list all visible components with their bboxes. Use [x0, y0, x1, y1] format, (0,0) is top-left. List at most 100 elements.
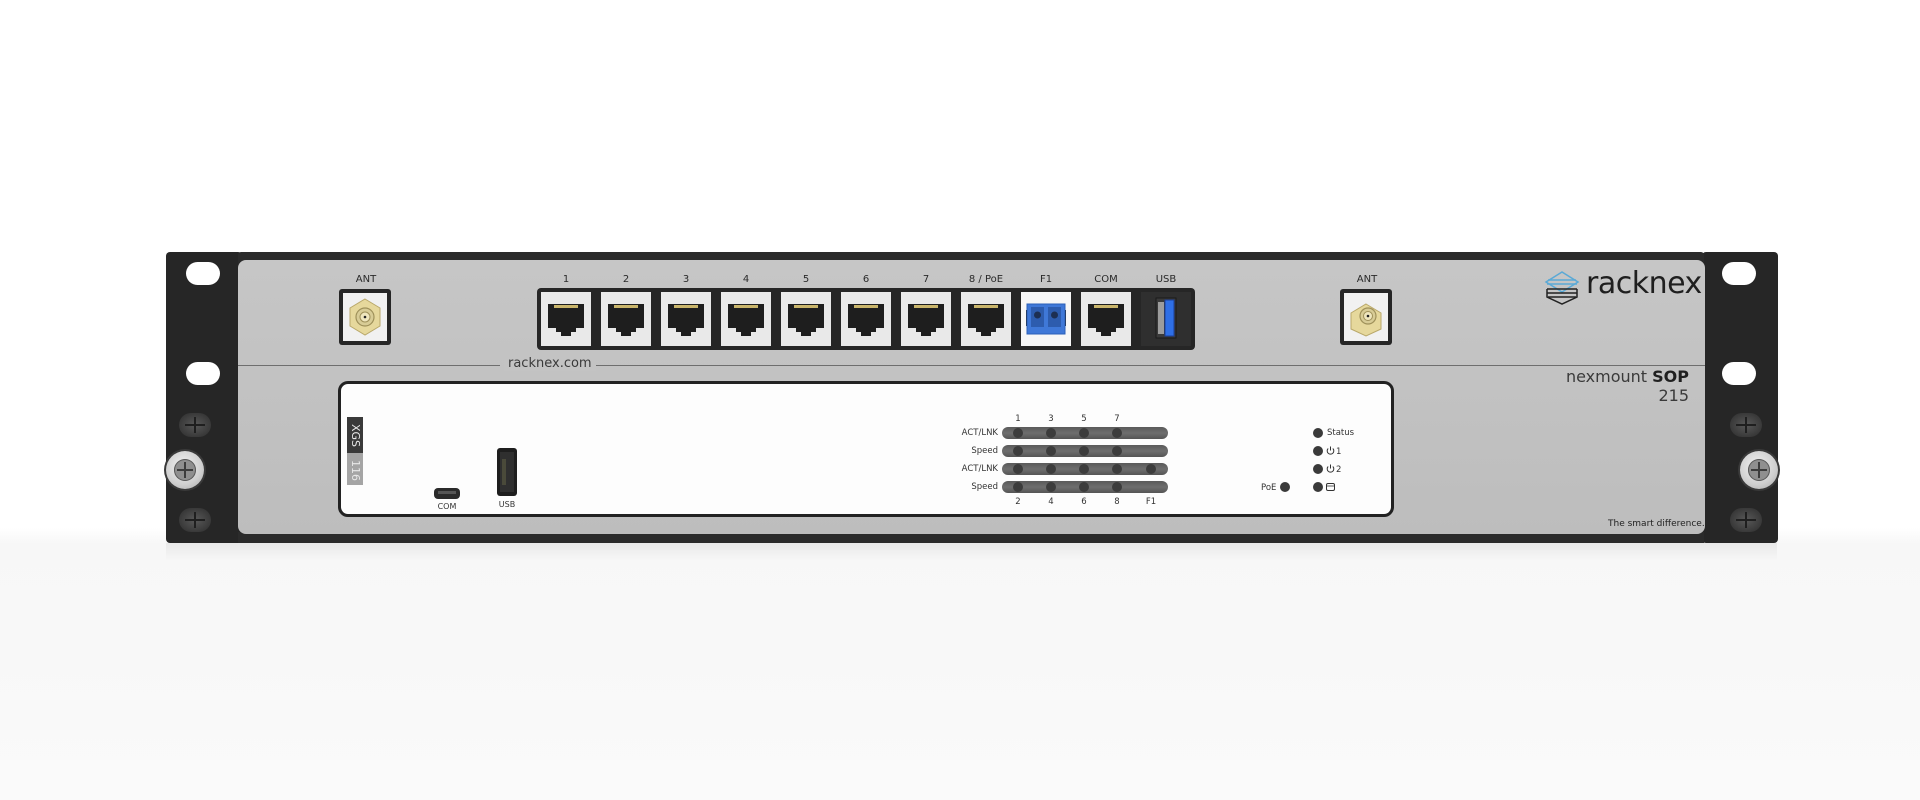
screw-icon	[179, 508, 211, 532]
port-label-f1: F1	[1039, 274, 1053, 285]
screw-icon	[1730, 508, 1762, 532]
port-label-5: 5	[802, 274, 810, 285]
led-number: F1	[1145, 497, 1157, 507]
ethernet-port-3[interactable]	[661, 292, 711, 346]
disk-led	[1313, 482, 1323, 492]
led-row-label: Speed	[971, 482, 998, 492]
rack-ear-left	[166, 252, 242, 543]
device-model-badge: XGS 116	[347, 417, 363, 485]
antenna-left-connector[interactable]	[339, 289, 391, 345]
poe-label: PoE	[1261, 483, 1277, 493]
sfp-port-f1[interactable]	[1021, 292, 1071, 346]
led-row-speed-odd	[1002, 445, 1168, 457]
website-text: racknex.com	[504, 356, 596, 371]
port-label-2: 2	[622, 274, 630, 285]
led-number: 7	[1114, 414, 1120, 424]
port-label-7: 7	[922, 274, 930, 285]
ethernet-port-8-poe[interactable]	[961, 292, 1011, 346]
led-number: 8	[1114, 497, 1120, 507]
ethernet-port-5[interactable]	[781, 292, 831, 346]
antenna-right-connector[interactable]	[1340, 289, 1392, 345]
usb-label: USB	[498, 500, 516, 509]
port-label-1: 1	[562, 274, 570, 285]
usb-port-front[interactable]	[496, 447, 518, 497]
rj45-icon	[908, 304, 944, 336]
product-model-number: 215	[1658, 386, 1689, 405]
lc-duplex-icon	[1026, 303, 1066, 335]
rj45-icon	[968, 304, 1004, 336]
led-row-act-lnk-odd	[1002, 427, 1168, 439]
led-number: 1	[1015, 414, 1021, 424]
racknex-logo-icon	[1544, 271, 1580, 305]
product-name: nexmount SOP 215	[1549, 367, 1689, 405]
power1-label: 1	[1336, 447, 1342, 457]
status-led-label: Status	[1327, 428, 1355, 438]
brand-logo-text: racknex	[1586, 266, 1702, 301]
ethernet-port-7[interactable]	[901, 292, 951, 346]
led-number: 6	[1081, 497, 1087, 507]
power2-led	[1313, 464, 1323, 474]
status-led	[1313, 428, 1323, 438]
model-number: 116	[349, 459, 362, 481]
port-label-6: 6	[862, 274, 870, 285]
antenna-left-label: ANT	[355, 274, 377, 285]
bottom-rail	[238, 532, 1704, 543]
rj45-icon	[788, 304, 824, 336]
mount-hole	[186, 362, 220, 385]
rj45-icon	[608, 304, 644, 336]
screw-icon	[179, 413, 211, 437]
port-label-4: 4	[742, 274, 750, 285]
slogan-text: The smart difference.	[1608, 519, 1705, 529]
led-number: 2	[1015, 497, 1021, 507]
mount-hole	[186, 262, 220, 285]
port-label-3: 3	[682, 274, 690, 285]
thumb-screw-right[interactable]	[1740, 451, 1778, 489]
rj45-icon	[728, 304, 764, 336]
port-strip	[537, 288, 1195, 350]
usb3-icon	[1155, 297, 1177, 339]
led-number: 3	[1048, 414, 1054, 424]
mount-hole	[1722, 262, 1756, 285]
disk-icon	[1326, 483, 1335, 491]
led-number: 5	[1081, 414, 1087, 424]
model-prefix: XGS	[349, 424, 362, 448]
sma-connector-icon	[349, 298, 381, 336]
power-icon	[1326, 446, 1335, 455]
led-row-label: Speed	[971, 446, 998, 456]
antenna-right-label: ANT	[1356, 274, 1378, 285]
divider-line	[592, 365, 1705, 366]
ethernet-port-1[interactable]	[541, 292, 591, 346]
rj45-icon	[1088, 304, 1124, 336]
rj45-icon	[848, 304, 884, 336]
led-row-act-lnk-even	[1002, 463, 1168, 475]
port-label-usb: USB	[1155, 274, 1177, 285]
com-label: COM	[437, 502, 457, 511]
port-label-8-poe: 8 / PoE	[968, 274, 1004, 285]
power1-led	[1313, 446, 1323, 456]
led-row-label: ACT/LNK	[961, 428, 998, 438]
led-row-label: ACT/LNK	[961, 464, 998, 474]
screw-icon	[1730, 413, 1762, 437]
port-label-com: COM	[1094, 274, 1118, 285]
micro-usb-com-port[interactable]	[433, 487, 461, 500]
product-line: nexmount	[1565, 367, 1648, 386]
product-model: SOP	[1652, 367, 1689, 386]
power2-label: 2	[1336, 465, 1342, 475]
power-icon	[1326, 464, 1335, 473]
ethernet-port-6[interactable]	[841, 292, 891, 346]
poe-led	[1280, 482, 1290, 492]
mount-hole	[1722, 362, 1756, 385]
thumb-screw-left[interactable]	[166, 451, 204, 489]
rj45-icon	[668, 304, 704, 336]
com-port-rj45[interactable]	[1081, 292, 1131, 346]
chassis-shadow	[166, 543, 1777, 561]
rj45-icon	[548, 304, 584, 336]
rack-ear-right	[1702, 252, 1778, 543]
led-number: 4	[1048, 497, 1054, 507]
usb-port-top[interactable]	[1141, 292, 1191, 346]
divider-line	[238, 365, 500, 366]
ethernet-port-2[interactable]	[601, 292, 651, 346]
led-row-speed-even	[1002, 481, 1168, 493]
ethernet-port-4[interactable]	[721, 292, 771, 346]
sma-connector-icon	[1350, 303, 1382, 337]
